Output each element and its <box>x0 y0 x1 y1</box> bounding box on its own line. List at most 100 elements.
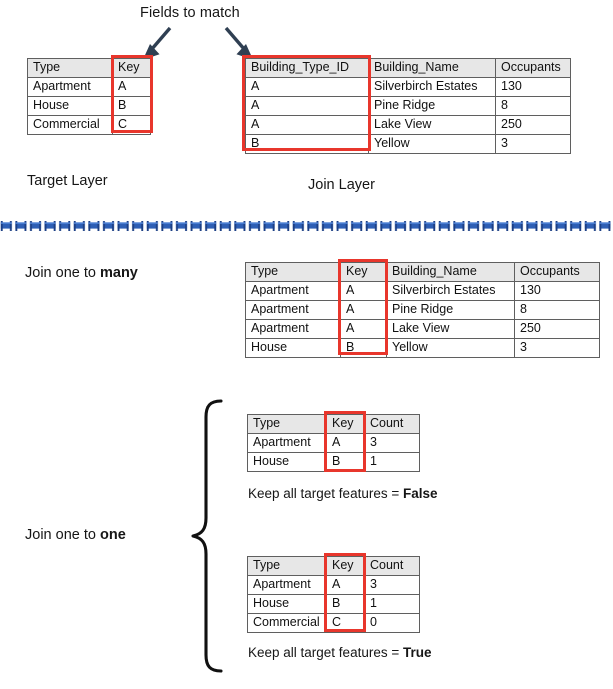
cell-count: 3 <box>364 433 420 453</box>
table-row: B Yellow 3 <box>245 134 571 154</box>
col-header-building-type-id: Building_Type_ID <box>245 58 369 78</box>
cell-key: C <box>326 613 365 633</box>
cell-type: Apartment <box>245 281 341 301</box>
cell-type: House <box>245 338 341 358</box>
join-one-to-one-false-wrap: Type Key Count Apartment A 3 House B 1 <box>247 411 420 472</box>
col-header-occupants: Occupants <box>495 58 571 78</box>
keep-all-false-value: False <box>402 486 438 501</box>
table-row: Apartment A Pine Ridge 8 <box>245 300 600 320</box>
join-one-to-many-result-wrap: Type Key Building_Name Occupants Apartme… <box>245 259 600 358</box>
cell-type: Commercial <box>247 613 327 633</box>
cell-key: A <box>340 281 387 301</box>
target-layer-table-wrap: Type Key Apartment A House B Commercial … <box>27 55 153 135</box>
col-header-type: Type <box>27 58 113 78</box>
cell-key: C <box>112 115 151 135</box>
keep-all-true-value: True <box>402 645 432 660</box>
join-one-to-one-false-table: Type Key Count Apartment A 3 House B 1 <box>247 414 420 472</box>
cell-type: Apartment <box>247 433 327 453</box>
cell-type: House <box>247 452 327 472</box>
join-one-to-one-prefix: Join one to <box>25 527 100 543</box>
cell-occupants: 250 <box>495 115 571 135</box>
join-one-to-many-prefix: Join one to <box>25 265 100 281</box>
join-one-to-one-emphasis: one <box>99 527 126 543</box>
table-row: A Pine Ridge 8 <box>245 96 571 116</box>
col-header-key: Key <box>326 556 365 576</box>
col-header-building-name: Building_Name <box>368 58 496 78</box>
cell-count: 0 <box>364 613 420 633</box>
table-row: Commercial C <box>27 115 151 135</box>
join-layer-table: Building_Type_ID Building_Name Occupants… <box>245 58 571 154</box>
cell-building-type-id: B <box>245 134 369 154</box>
cell-type: Commercial <box>27 115 113 135</box>
cell-occupants: 130 <box>495 77 571 97</box>
cell-count: 3 <box>364 575 420 595</box>
table-row: House B 1 <box>247 452 420 472</box>
cell-building-name: Pine Ridge <box>368 96 496 116</box>
cell-building-type-id: A <box>245 77 369 97</box>
table-header-row: Type Key Building_Name Occupants <box>245 262 600 282</box>
col-header-key: Key <box>112 58 151 78</box>
cell-key: A <box>326 575 365 595</box>
join-one-to-one-true-wrap: Type Key Count Apartment A 3 House B 1 C… <box>247 553 420 633</box>
cell-count: 1 <box>364 594 420 614</box>
table-row: Commercial C 0 <box>247 613 420 633</box>
join-layer-table-wrap: Building_Type_ID Building_Name Occupants… <box>242 55 571 154</box>
cell-type: House <box>27 96 113 116</box>
target-layer-table: Type Key Apartment A House B Commercial … <box>27 58 151 135</box>
cell-type: Apartment <box>245 319 341 339</box>
dashed-divider-icon <box>0 219 613 232</box>
col-header-key: Key <box>340 262 387 282</box>
table-row: Apartment A 3 <box>247 433 420 453</box>
cell-key: B <box>326 452 365 472</box>
cell-key: A <box>340 300 387 320</box>
col-header-count: Count <box>364 556 420 576</box>
keep-all-true-prefix: Keep all target features = <box>248 645 403 660</box>
cell-building-name: Yellow <box>386 338 515 358</box>
col-header-occupants: Occupants <box>514 262 600 282</box>
table-row: Apartment A 3 <box>247 575 420 595</box>
cell-occupants: 3 <box>514 338 600 358</box>
cell-occupants: 8 <box>514 300 600 320</box>
table-row: Apartment A <box>27 77 151 97</box>
table-row: Apartment A Silverbirch Estates 130 <box>245 281 600 301</box>
keep-all-false-prefix: Keep all target features = <box>248 486 403 501</box>
table-header-row: Type Key Count <box>247 414 420 434</box>
col-header-key: Key <box>326 414 365 434</box>
curly-brace-icon <box>190 398 226 674</box>
cell-type: Apartment <box>245 300 341 320</box>
cell-building-name: Yellow <box>368 134 496 154</box>
table-row: A Silverbirch Estates 130 <box>245 77 571 97</box>
cell-key: A <box>340 319 387 339</box>
cell-key: B <box>112 96 151 116</box>
table-row: A Lake View 250 <box>245 115 571 135</box>
target-layer-label: Target Layer <box>27 173 108 189</box>
cell-count: 1 <box>364 452 420 472</box>
cell-occupants: 250 <box>514 319 600 339</box>
cell-building-type-id: A <box>245 96 369 116</box>
keep-all-true-note: Keep all target features = True <box>248 645 432 660</box>
keep-all-false-note: Keep all target features = False <box>248 486 438 501</box>
cell-building-name: Silverbirch Estates <box>386 281 515 301</box>
table-header-row: Type Key Count <box>247 556 420 576</box>
cell-building-name: Silverbirch Estates <box>368 77 496 97</box>
table-header-row: Building_Type_ID Building_Name Occupants <box>245 58 571 78</box>
cell-key: B <box>326 594 365 614</box>
cell-building-type-id: A <box>245 115 369 135</box>
table-row: House B Yellow 3 <box>245 338 600 358</box>
col-header-type: Type <box>247 414 327 434</box>
cell-key: B <box>340 338 387 358</box>
col-header-type: Type <box>245 262 341 282</box>
join-one-to-many-label: Join one to many <box>25 265 138 281</box>
cell-building-name: Lake View <box>368 115 496 135</box>
table-row: House B <box>27 96 151 116</box>
cell-building-name: Pine Ridge <box>386 300 515 320</box>
col-header-type: Type <box>247 556 327 576</box>
arrow-down-right-icon <box>223 26 257 60</box>
table-header-row: Type Key <box>27 58 151 78</box>
col-header-building-name: Building_Name <box>386 262 515 282</box>
join-layer-label: Join Layer <box>308 177 375 193</box>
cell-type: Apartment <box>27 77 113 97</box>
cell-occupants: 130 <box>514 281 600 301</box>
cell-key: A <box>112 77 151 97</box>
cell-type: Apartment <box>247 575 327 595</box>
